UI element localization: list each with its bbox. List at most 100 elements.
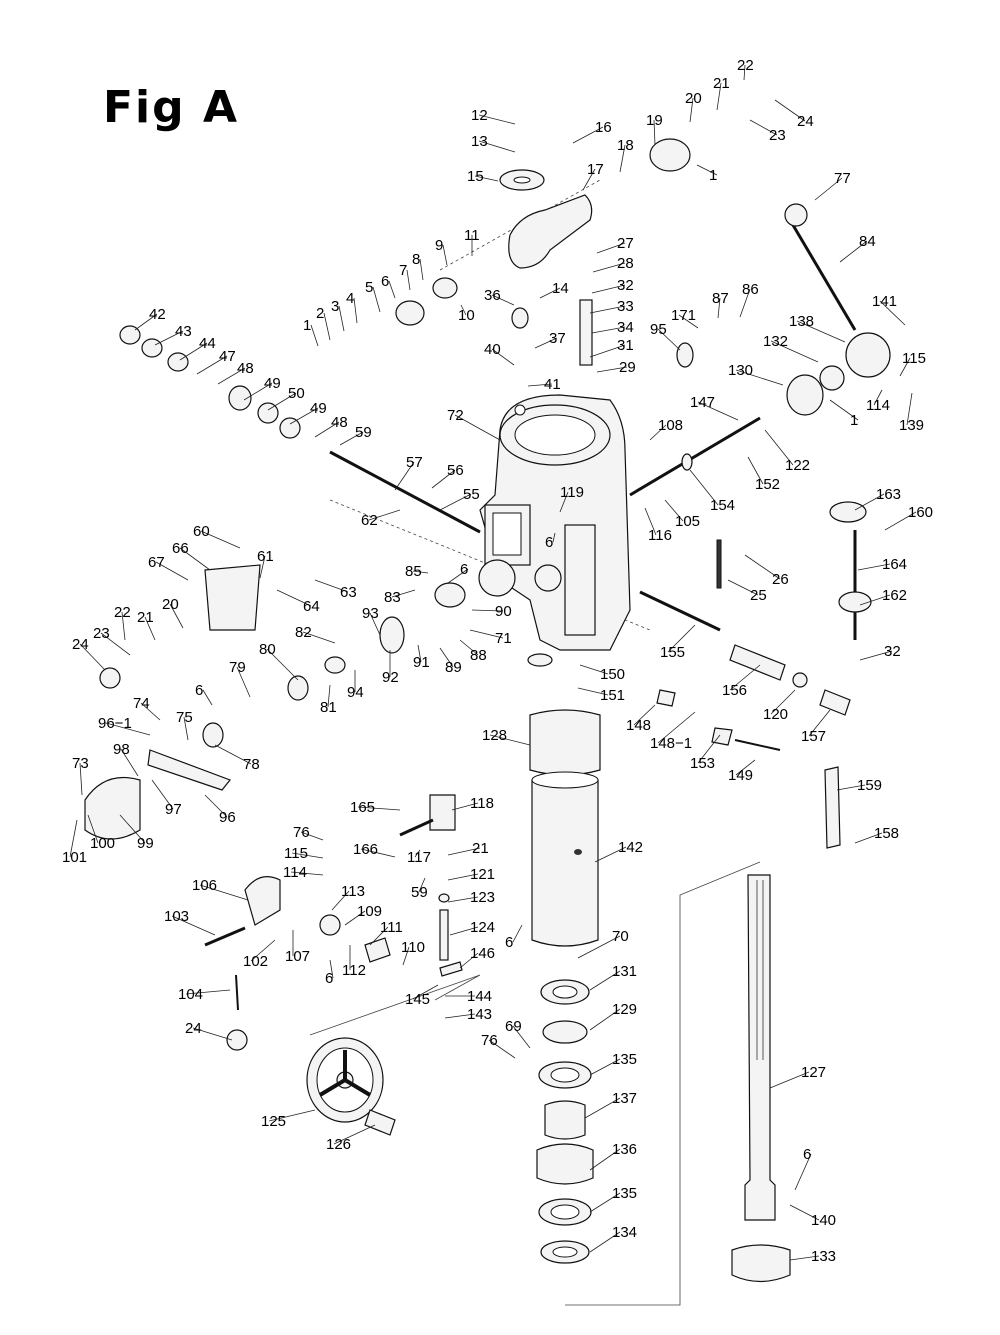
callout-c-19: 19 <box>646 112 663 129</box>
callout-c-6d: 6 <box>195 682 203 699</box>
callout-c-12: 12 <box>471 107 488 124</box>
leader-line-c-135a <box>589 1058 621 1076</box>
callout-c-84: 84 <box>859 233 876 250</box>
callout-c-55: 55 <box>463 486 480 503</box>
callout-c-6f: 6 <box>325 970 333 987</box>
callout-c-64: 64 <box>303 598 320 615</box>
callout-c-141: 141 <box>872 293 897 310</box>
leader-line-c-142 <box>594 846 627 863</box>
callout-c-154: 154 <box>710 497 735 514</box>
callout-c-115a: 115 <box>902 350 926 367</box>
callout-c-24c: 24 <box>185 1020 202 1037</box>
leader-line-c-165 <box>357 806 401 811</box>
callout-c-119: 119 <box>560 484 584 501</box>
leader-line-c-72 <box>454 414 501 441</box>
callout-c-34: 34 <box>617 319 634 336</box>
callout-c-40: 40 <box>484 341 501 358</box>
leader-line-c-105 <box>664 499 684 522</box>
leader-line-c-115a <box>899 357 911 377</box>
figure-title: Fig A <box>103 82 240 133</box>
leader-line-c-21a <box>716 82 722 111</box>
callout-c-115b: 115 <box>284 845 308 862</box>
leader-line-c-5 <box>372 286 381 313</box>
callout-c-43: 43 <box>175 323 192 340</box>
leader-line-c-106 <box>199 884 249 901</box>
callout-c-87: 87 <box>712 290 729 307</box>
leader-line-c-141 <box>879 300 906 326</box>
leader-line-c-119 <box>559 491 569 513</box>
leader-line-c-117 <box>414 849 421 858</box>
leader-line-c-155 <box>667 624 696 653</box>
callout-c-150: 150 <box>600 666 625 683</box>
leader-line-c-145 <box>412 984 439 1000</box>
callout-c-99: 99 <box>137 835 154 852</box>
leader-line-c-118 <box>451 802 479 811</box>
leader-line-c-49b <box>289 407 319 425</box>
head-casting <box>478 394 631 651</box>
callout-c-11: 11 <box>464 227 480 244</box>
leader-line-c-93 <box>369 612 381 636</box>
callout-c-113: 113 <box>341 883 365 900</box>
leader-line-c-137 <box>584 1097 621 1119</box>
leader-line-c-89 <box>439 647 454 668</box>
callout-c-3: 3 <box>331 298 339 315</box>
callout-c-83: 83 <box>384 589 401 606</box>
callout-c-25: 25 <box>750 587 767 604</box>
callout-c-75: 75 <box>176 709 193 726</box>
leader-line-c-1a <box>696 164 718 176</box>
callout-c-17: 17 <box>587 161 604 178</box>
callout-c-128: 128 <box>482 727 507 744</box>
leader-line-c-125 <box>268 1109 316 1122</box>
leader-line-c-26 <box>744 554 781 580</box>
callout-c-60: 60 <box>193 523 210 540</box>
leader-line-c-77 <box>814 177 843 201</box>
leader-line-c-1b <box>310 324 319 347</box>
callout-c-6a: 6 <box>381 273 389 290</box>
leader-line-c-20a <box>689 97 694 123</box>
leader-line-c-166 <box>360 848 396 858</box>
quill-assembly <box>529 709 601 1264</box>
callout-c-107: 107 <box>285 948 310 965</box>
clutch-shaft-group <box>84 325 481 840</box>
callout-c-59a: 59 <box>355 424 372 441</box>
callout-c-8: 8 <box>412 251 420 268</box>
callout-c-32a: 32 <box>617 277 634 294</box>
leader-line-c-44 <box>179 342 208 361</box>
callout-c-20a: 20 <box>685 90 702 107</box>
leader-line-c-98 <box>120 748 139 777</box>
callout-c-142: 142 <box>618 839 643 856</box>
leader-line-c-152 <box>747 456 764 485</box>
leader-line-c-55 <box>439 493 472 511</box>
leader-line-c-10 <box>460 304 467 316</box>
leader-line-c-91 <box>417 644 422 663</box>
callout-c-23b: 23 <box>93 625 110 642</box>
leader-line-c-104 <box>185 989 231 995</box>
leader-line-c-122 <box>764 429 794 466</box>
leader-line-c-6b <box>552 532 556 543</box>
leader-line-c-24c <box>192 1027 233 1041</box>
callout-c-131: 131 <box>612 963 637 980</box>
callout-c-49a: 49 <box>264 375 281 392</box>
callout-c-140: 140 <box>811 1212 836 1229</box>
callout-c-139: 139 <box>899 417 924 434</box>
callout-c-144: 144 <box>467 988 492 1005</box>
quill-feed-group <box>204 653 553 1051</box>
leader-line-c-27 <box>596 242 626 254</box>
leader-line-c-114b <box>290 871 324 876</box>
callout-c-48a: 48 <box>237 360 254 377</box>
leader-line-c-49a <box>243 382 273 401</box>
callout-c-143: 143 <box>467 1006 492 1023</box>
callout-c-9: 9 <box>435 237 443 254</box>
upper-gear-group <box>395 138 691 366</box>
callout-c-47: 47 <box>219 348 236 365</box>
leader-line-c-6g <box>794 1153 812 1191</box>
callout-c-95: 95 <box>650 321 667 338</box>
leader-line-c-21c <box>447 847 481 856</box>
leader-line-c-140 <box>789 1204 820 1221</box>
leader-line-c-171 <box>678 314 699 329</box>
leader-line-c-120 <box>770 689 796 715</box>
leader-line-c-88 <box>459 639 479 656</box>
leader-line-c-136 <box>589 1148 621 1171</box>
callout-c-23a: 23 <box>769 127 786 144</box>
callout-c-124: 124 <box>470 919 495 936</box>
